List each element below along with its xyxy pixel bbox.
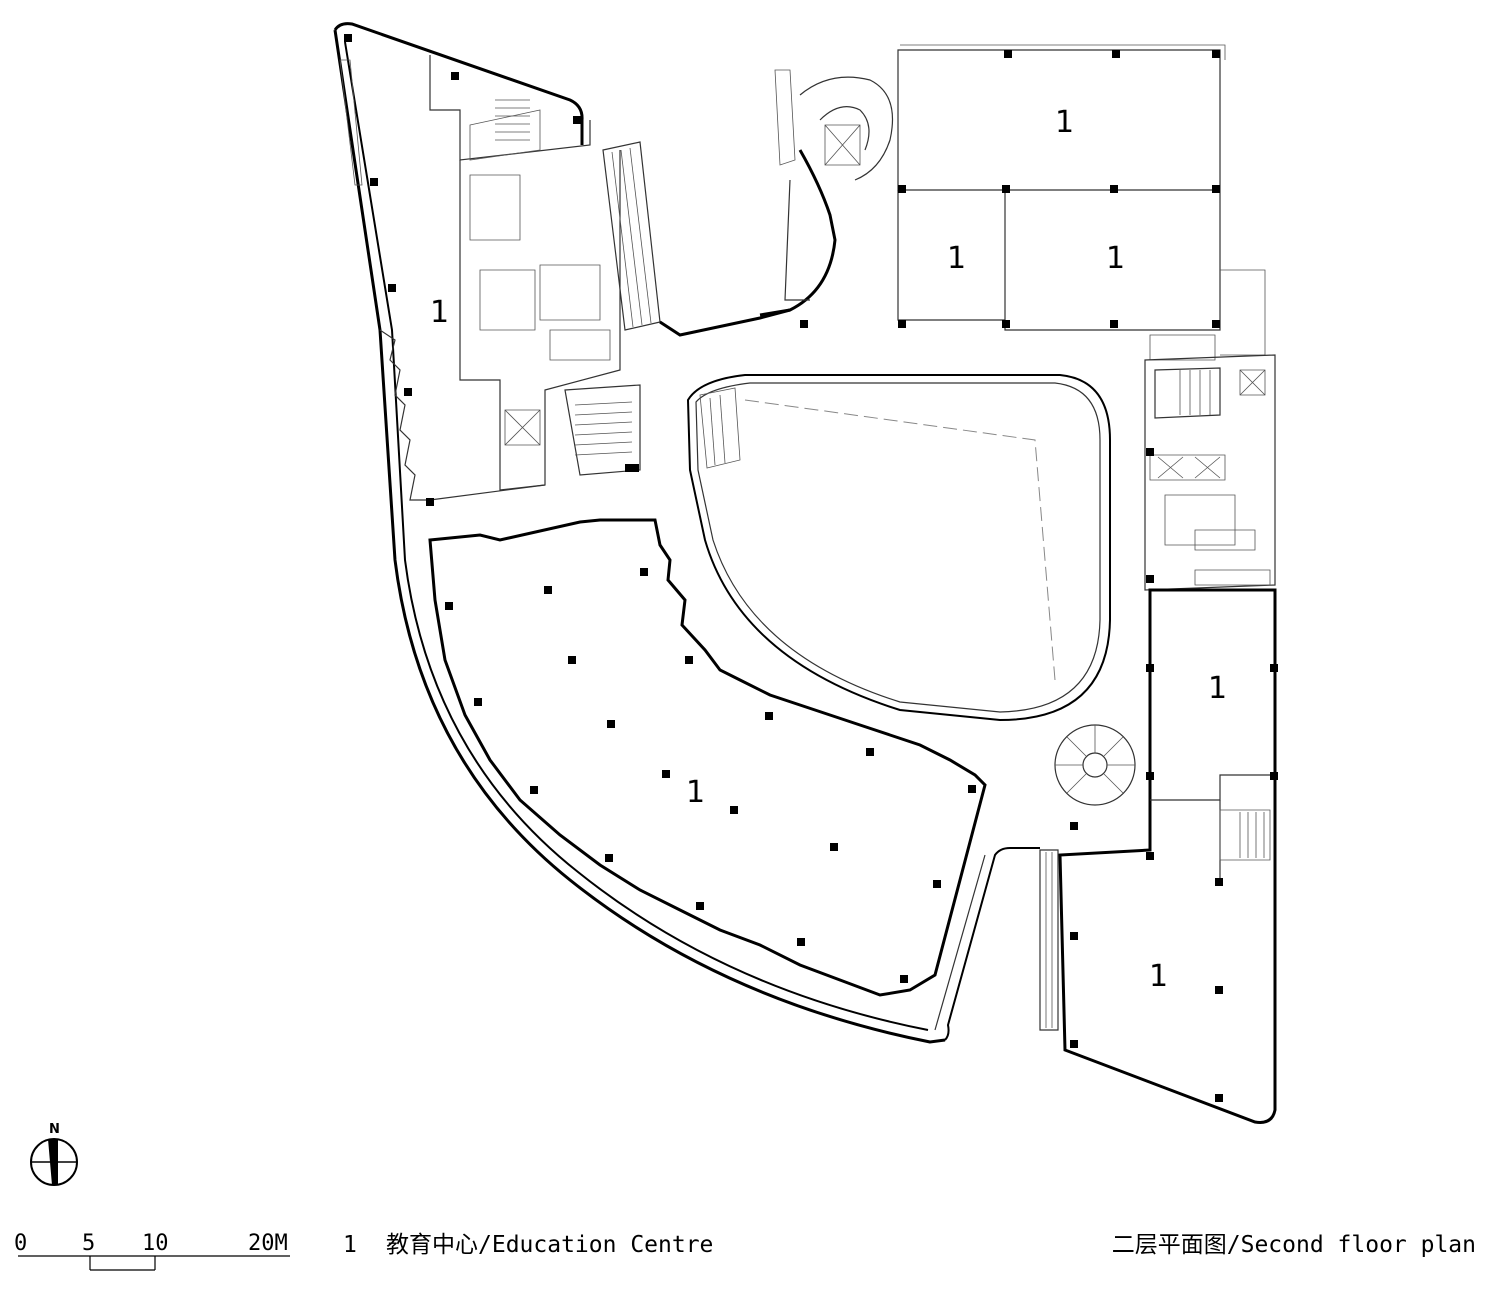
legend-number: 1 bbox=[343, 1232, 357, 1258]
room-label-east-lower: 1 bbox=[1149, 959, 1168, 994]
structural-columns bbox=[344, 34, 1278, 1102]
north-spiral-stair bbox=[759, 69, 894, 317]
scale-bar: 0 5 10 20M bbox=[14, 1231, 290, 1271]
north-arrow: N bbox=[30, 1122, 78, 1186]
scale-tick-20m: 20M bbox=[248, 1231, 288, 1256]
west-wing-outline bbox=[333, 22, 946, 1044]
north-arrow-needle-icon bbox=[48, 1139, 58, 1185]
scale-tick-10: 10 bbox=[142, 1231, 169, 1256]
east-building bbox=[1058, 588, 1277, 1124]
east-core bbox=[1144, 354, 1276, 591]
room-label-east-upper: 1 bbox=[1208, 671, 1227, 706]
room-label-south-hall: 1 bbox=[686, 775, 705, 810]
escalator-southeast bbox=[1039, 849, 1059, 1031]
scale-tick-0: 0 bbox=[14, 1231, 27, 1256]
room-label-north-left: 1 bbox=[947, 241, 966, 276]
central-courtyard bbox=[686, 374, 1111, 722]
legend-label: 教育中心/Education Centre bbox=[386, 1232, 713, 1258]
room-label-north-right: 1 bbox=[1106, 241, 1125, 276]
south-spiral-stair bbox=[1054, 724, 1136, 806]
northeast-block bbox=[897, 44, 1266, 361]
scale-tick-5: 5 bbox=[82, 1231, 95, 1256]
south-promenade-wall bbox=[944, 847, 1040, 1041]
north-label: N bbox=[49, 1122, 60, 1137]
north-connector-wall bbox=[659, 308, 791, 337]
south-hall-outline bbox=[428, 518, 987, 997]
room-label-north-large: 1 bbox=[1055, 105, 1074, 140]
west-core bbox=[429, 55, 641, 491]
west-wing-inner-facade bbox=[379, 329, 546, 501]
escalator-west bbox=[602, 141, 661, 331]
room-label-west-wing: 1 bbox=[430, 295, 449, 330]
plan-title: 二层平面图/Second floor plan bbox=[1112, 1232, 1476, 1258]
